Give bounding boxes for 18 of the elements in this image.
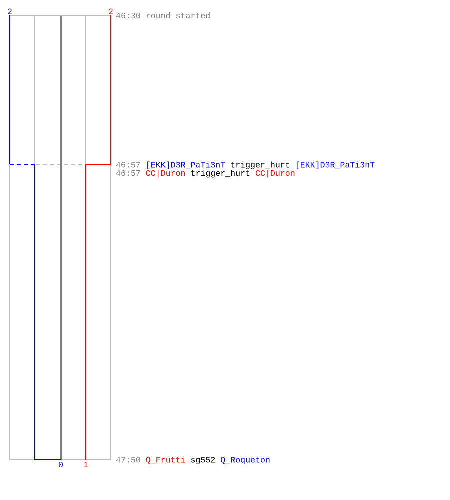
player-name: Q_Roqueton xyxy=(221,457,270,464)
player-name: Q_Frutti xyxy=(146,456,186,464)
team-count: 2 xyxy=(109,8,113,14)
timestamp: 46:57 xyxy=(116,162,140,168)
player-name: CC|Duron xyxy=(256,170,295,178)
weapon-label: trigger_hurt xyxy=(192,170,250,178)
event-text: round started xyxy=(146,12,210,19)
timestamp: 47:50 xyxy=(116,457,140,463)
timestamp: 46:57 xyxy=(116,170,140,176)
team-count: 1 xyxy=(84,462,88,468)
team-count: 2 xyxy=(8,8,12,14)
player-name: [EKK]D3R_PaTi3nT xyxy=(148,162,226,170)
weapon-label: sg552 xyxy=(191,457,216,464)
player-name: CC|Duron xyxy=(146,170,186,178)
timestamp: 46:30 xyxy=(116,12,140,19)
team-count: 0 xyxy=(59,462,63,468)
player-name: [EKK]D3R_PaTi3nT xyxy=(297,162,375,170)
weapon-label: trigger_hurt xyxy=(231,162,290,170)
